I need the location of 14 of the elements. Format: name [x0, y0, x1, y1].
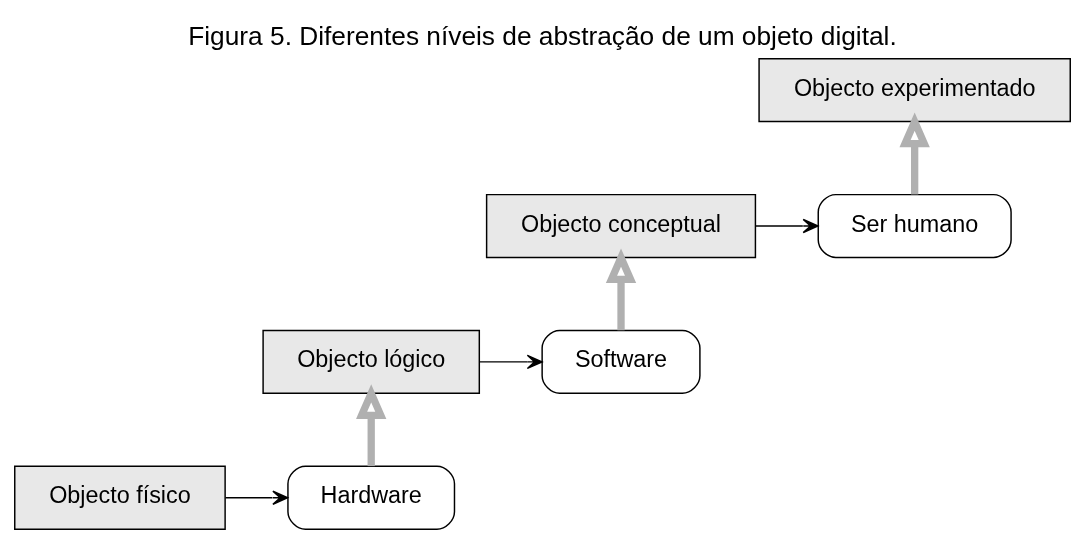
node-box: Hardware: [287, 465, 456, 530]
node-box: Software: [541, 329, 701, 394]
node-box: Objecto físico: [14, 465, 226, 530]
node-box: Ser humano: [817, 193, 1012, 258]
node-box: Objecto conceptual: [485, 193, 757, 258]
diagram-title: Figura 5. Diferentes níveis de abstração de um objeto digital.: [188, 20, 897, 51]
arrow: [899, 112, 930, 194]
node-box: Objecto experimentado: [758, 57, 1071, 122]
arrow: [224, 489, 289, 505]
arrow: [356, 383, 387, 466]
arrow: [605, 247, 637, 330]
arrow: [478, 354, 543, 369]
node-box: Objecto lógico: [262, 329, 481, 394]
arrow: [755, 218, 819, 233]
